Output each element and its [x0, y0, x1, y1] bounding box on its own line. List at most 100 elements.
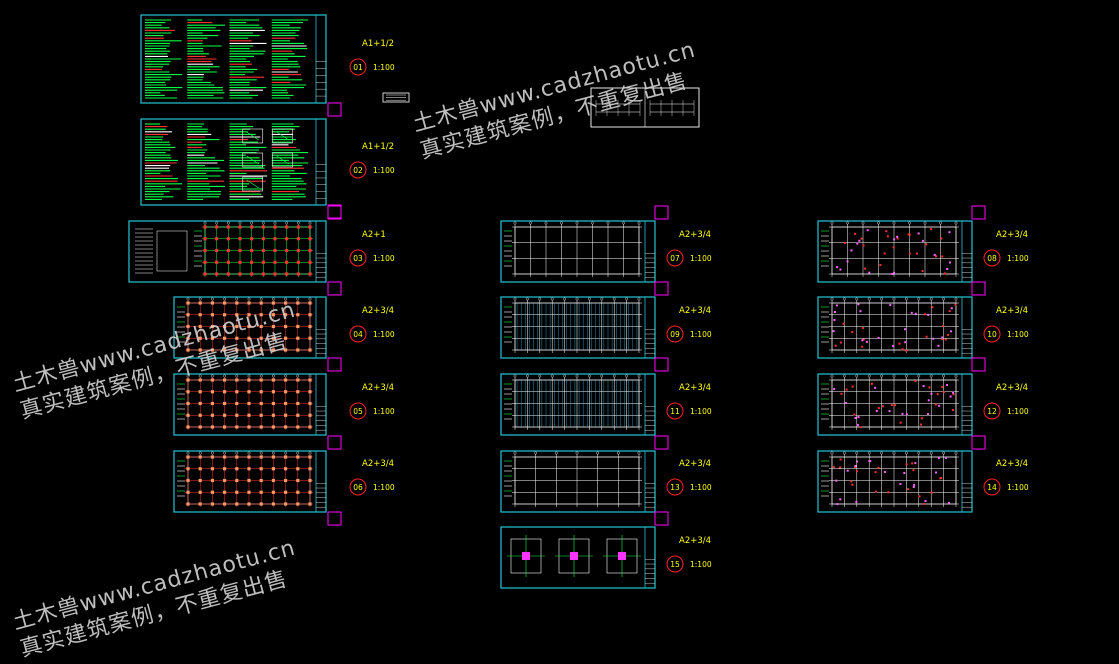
sheet-size-label: A2+1	[362, 230, 386, 240]
sheet-number-circle	[983, 249, 1001, 267]
sheet-marker[interactable]	[654, 205, 669, 220]
sheet-number: 10	[987, 330, 997, 339]
sheet-scale: 1:100	[690, 407, 712, 416]
sheet-marker[interactable]	[654, 511, 669, 526]
sheet-number-circle	[349, 325, 367, 343]
sheet-marker[interactable]	[654, 357, 669, 372]
sheet-frame	[817, 296, 973, 359]
drawing-sheet-01[interactable]	[140, 14, 327, 104]
sheet-number-circle	[666, 478, 684, 496]
sheet-frame	[500, 296, 656, 359]
drawing-sheet-07[interactable]	[500, 220, 656, 283]
sheet-label-08: A2+3/4 08 1:100	[983, 230, 1029, 267]
sheet-number: 06	[353, 483, 363, 492]
drawing-sheet-03[interactable]	[128, 220, 327, 283]
sheet-size-label: A2+3/4	[996, 459, 1028, 469]
sheet-marker[interactable]	[327, 357, 342, 372]
sheet-label-05: A2+3/4 05 1:100	[349, 383, 395, 420]
sheet-marker[interactable]	[971, 205, 986, 220]
sheet-frame	[817, 450, 973, 513]
sheet-size-label: A2+3/4	[996, 230, 1028, 240]
sheet-marker[interactable]	[971, 281, 986, 296]
sheet-label-03: A2+1 03 1:100	[349, 230, 395, 267]
sheet-frame	[140, 118, 327, 206]
sheet-number-circle	[666, 555, 684, 573]
sheet-frame	[817, 220, 973, 283]
sheet-number: 12	[987, 407, 997, 416]
drawing-sheet-04[interactable]	[173, 296, 327, 359]
sheet-marker[interactable]	[327, 102, 342, 117]
sheet-number-circle	[349, 161, 367, 179]
sheet-frame	[500, 373, 656, 436]
sheet-number: 01	[353, 63, 363, 72]
drawing-sheet-12[interactable]	[817, 373, 973, 436]
sheet-number: 05	[353, 407, 363, 416]
drawing-sheet-02[interactable]	[140, 118, 327, 206]
sheet-marker[interactable]	[327, 511, 342, 526]
sheet-frame	[500, 220, 656, 283]
sheet-size-label: A1+1/2	[362, 39, 394, 49]
sheet-marker[interactable]	[654, 435, 669, 450]
sheet-size-label: A2+3/4	[362, 306, 394, 316]
sheet-scale: 1:100	[373, 483, 395, 492]
sheet-number-circle	[666, 325, 684, 343]
sheet-number: 03	[353, 254, 363, 263]
drawing-sheet-05[interactable]	[173, 373, 327, 436]
drawing-sheet-08[interactable]	[817, 220, 973, 283]
sheet-number: 08	[987, 254, 997, 263]
sheet-scale: 1:100	[1007, 330, 1029, 339]
sheet-number-circle	[983, 402, 1001, 420]
drawing-sheet-13[interactable]	[500, 450, 656, 513]
drawing-sheet-11[interactable]	[500, 373, 656, 436]
sheet-marker[interactable]	[327, 281, 342, 296]
section-sheet[interactable]	[590, 87, 700, 128]
sheet-scale: 1:100	[1007, 254, 1029, 263]
sheet-number-circle	[983, 325, 1001, 343]
sheet-size-label: A2+3/4	[362, 383, 394, 393]
sheet-number-circle	[349, 478, 367, 496]
sheet-number: 09	[670, 330, 680, 339]
sheet-number: 14	[987, 483, 997, 492]
sheet-marker[interactable]	[971, 357, 986, 372]
sheet-size-label: A2+3/4	[679, 459, 711, 469]
drawing-sheet-09[interactable]	[500, 296, 656, 359]
sheet-size-label: A2+3/4	[679, 230, 711, 240]
drawing-sheet-15[interactable]	[500, 526, 656, 589]
drawing-sheet-06[interactable]	[173, 450, 327, 513]
sheet-label-10: A2+3/4 10 1:100	[983, 306, 1029, 343]
drawing-sheet-14[interactable]	[817, 450, 973, 513]
sheet-number: 13	[670, 483, 680, 492]
sheet-number: 11	[670, 407, 680, 416]
sheet-scale: 1:100	[1007, 483, 1029, 492]
sheet-size-label: A2+3/4	[362, 459, 394, 469]
sheet-frame	[500, 450, 656, 513]
sheet-marker[interactable]	[971, 435, 986, 450]
sheet-size-label: A2+3/4	[679, 536, 711, 546]
sheet-number-circle	[349, 58, 367, 76]
sheet-marker[interactable]	[654, 281, 669, 296]
sheet-scale: 1:100	[373, 407, 395, 416]
sheet-scale: 1:100	[690, 560, 712, 569]
drawing-sheet-10[interactable]	[817, 296, 973, 359]
sheet-number: 02	[353, 166, 363, 175]
sheet-number-circle	[666, 249, 684, 267]
sheet-size-label: A1+1/2	[362, 142, 394, 152]
sheet-size-label: A2+3/4	[996, 306, 1028, 316]
sheet-marker[interactable]	[327, 204, 342, 219]
sheet-scale: 1:100	[373, 254, 395, 263]
sheet-scale: 1:100	[1007, 407, 1029, 416]
sheet-marker[interactable]	[327, 205, 342, 220]
sheet-number-circle	[983, 478, 1001, 496]
sheet-number-circle	[666, 402, 684, 420]
sheet-size-label: A2+3/4	[679, 306, 711, 316]
sheet-label-14: A2+3/4 14 1:100	[983, 459, 1029, 496]
sheet-marker[interactable]	[327, 435, 342, 450]
